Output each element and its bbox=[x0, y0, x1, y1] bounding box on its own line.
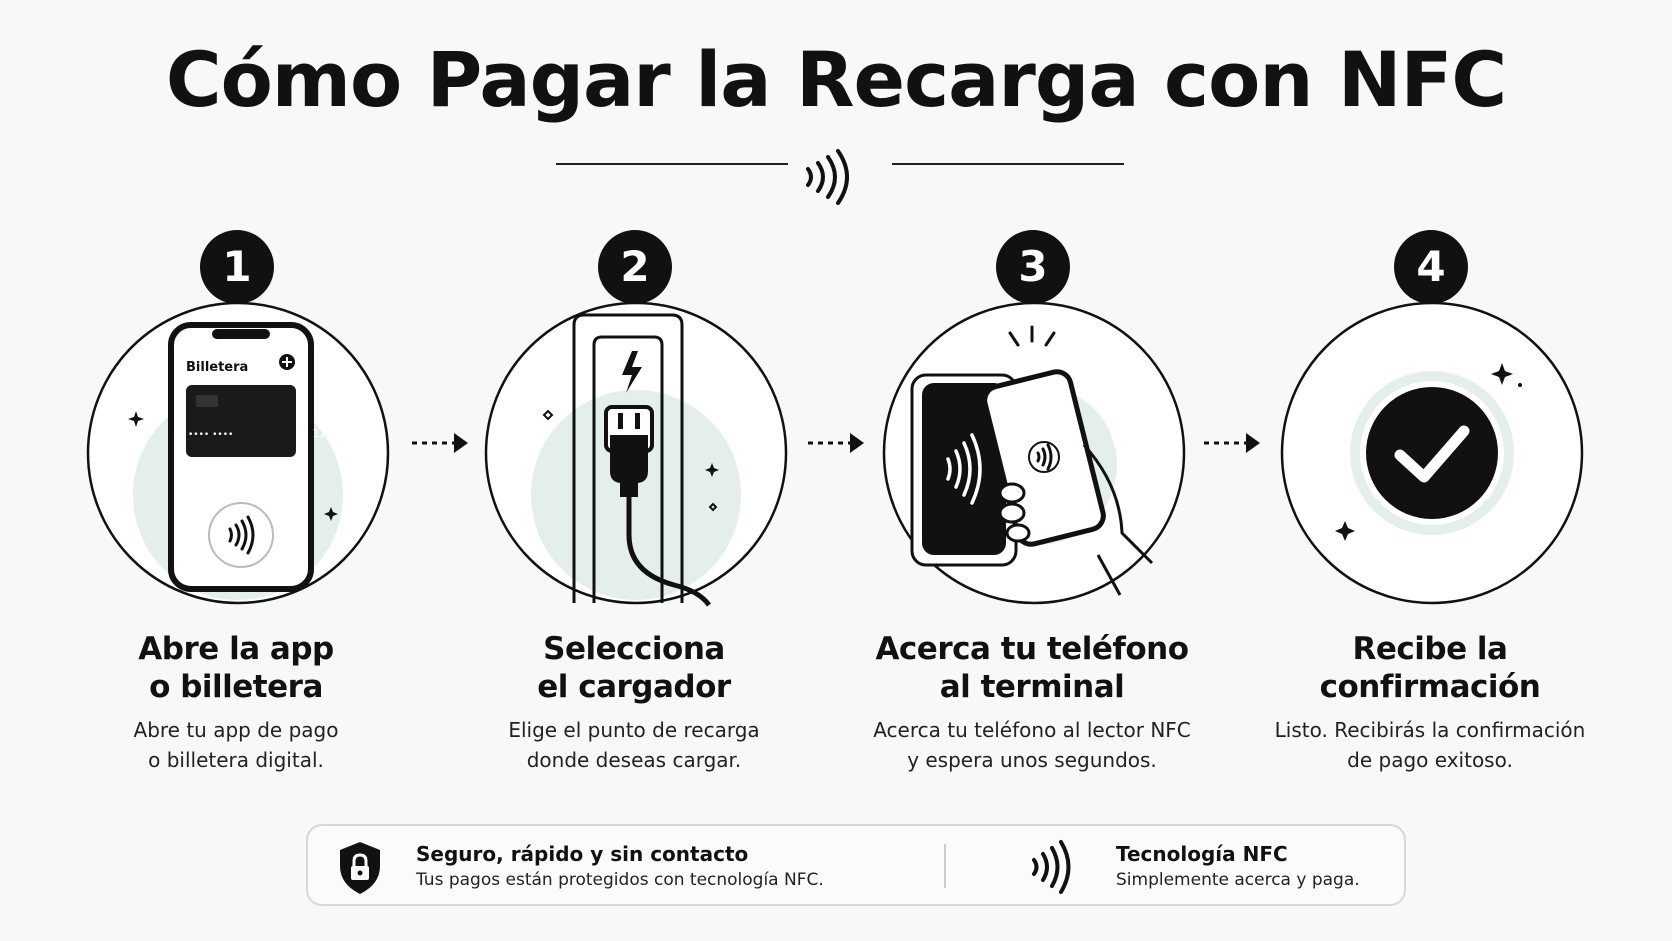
step-3-badge: 3 bbox=[996, 230, 1070, 304]
step-3-description: Acerca tu teléfono al lector NFC y esper… bbox=[873, 718, 1191, 772]
card-last-digits: •• 1234 bbox=[296, 427, 341, 440]
title-rule-right bbox=[892, 163, 1124, 165]
plug-icon bbox=[604, 405, 712, 607]
check-icon bbox=[1366, 387, 1498, 519]
title-rule-left bbox=[556, 163, 788, 165]
step-3-title: Acerca tu teléfono al terminal bbox=[875, 631, 1189, 705]
step-4-badge: 4 bbox=[1394, 230, 1468, 304]
sparkle-icon bbox=[128, 411, 338, 521]
footer-banner: Seguro, rápido y sin contacto Tus pagos … bbox=[306, 824, 1406, 906]
phone-app-label: Billetera bbox=[186, 360, 249, 375]
page-title: Cómo Pagar la Recarga con NFC bbox=[0, 38, 1672, 122]
nfc-waves-icon bbox=[806, 149, 849, 205]
step-3-illustration bbox=[882, 301, 1186, 605]
step-4-description: Listo. Recibirás la confirmación de pago… bbox=[1274, 718, 1586, 772]
title-emphasis: NFC bbox=[1337, 35, 1507, 124]
step-1-illustration bbox=[86, 301, 390, 605]
title-main: Cómo Pagar la Recarga con bbox=[165, 35, 1338, 124]
step-4-illustration bbox=[1280, 301, 1584, 605]
step-2-illustration bbox=[484, 301, 788, 607]
step-1-title: Abre la app o billetera bbox=[138, 631, 334, 705]
charger-icon bbox=[572, 313, 684, 603]
step-1-description: Abre tu app de pago o billetera digital. bbox=[133, 718, 339, 772]
shield-lock-icon bbox=[340, 842, 380, 894]
footer-security-subtitle: Tus pagos están protegidos con tecnologí… bbox=[416, 870, 824, 890]
footer-security-title: Seguro, rápido y sin contacto bbox=[416, 842, 749, 866]
phone-icon bbox=[168, 322, 314, 592]
footer-nfc-title: Tecnología NFC bbox=[1116, 842, 1288, 866]
card-dots: •••• •••• bbox=[188, 430, 234, 440]
arrow-2-3 bbox=[808, 433, 864, 453]
arrow-3-4 bbox=[1204, 433, 1260, 453]
step-2-title: Selecciona el cargador bbox=[537, 631, 731, 705]
footer-divider bbox=[944, 844, 946, 888]
nfc-waves-icon bbox=[1032, 840, 1071, 894]
step-4-title: Recibe la confirmación bbox=[1319, 631, 1541, 705]
step-2-description: Elige el punto de recarga donde deseas c… bbox=[508, 718, 760, 772]
footer-nfc-subtitle: Simplemente acerca y paga. bbox=[1116, 870, 1360, 890]
step-3: 3 Acerca tu teléfono al terminal Acerca bbox=[852, 230, 1212, 790]
step-1: 1 Billetera •••• •••• •• 1234 Abre la ap… bbox=[56, 230, 416, 790]
arrow-1-2 bbox=[412, 433, 468, 453]
step-2: 2 Selecciona el cargador Elige el punto … bbox=[454, 230, 814, 790]
step-4: 4 Recibe la confirmación Listo. Recibirá… bbox=[1250, 230, 1610, 790]
step-2-badge: 2 bbox=[598, 230, 672, 304]
step-1-badge: 1 bbox=[200, 230, 274, 304]
